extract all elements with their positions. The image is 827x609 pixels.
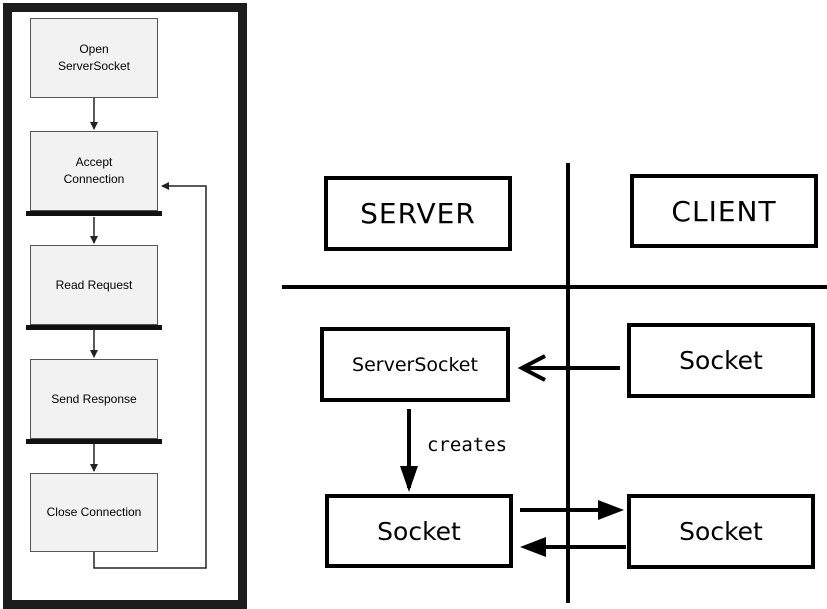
flow-step-label: Read Request xyxy=(55,277,133,292)
serversocket-label: ServerSocket xyxy=(352,353,478,376)
client-socket-box: Socket xyxy=(627,323,815,398)
flow-step-label: Accept Connection xyxy=(63,155,125,186)
flow-step-divider-bar xyxy=(26,325,162,330)
arrow-client-to-server-socket-head xyxy=(520,537,546,557)
arrow-server-to-client-socket-head xyxy=(598,500,624,520)
flow-step-divider-bar xyxy=(26,439,162,444)
flow-step-accept-connection: Accept Connection xyxy=(30,131,158,211)
arrow-client-to-serversocket-head xyxy=(517,354,546,382)
flow-step-divider-bar xyxy=(26,211,162,216)
flow-step-send-response: Send Response xyxy=(30,359,158,439)
client-header-label: CLIENT xyxy=(671,194,777,228)
client-header-box: CLIENT xyxy=(630,174,818,248)
serversocket-box: ServerSocket xyxy=(320,327,510,402)
creates-label: creates xyxy=(427,434,508,456)
flow-step-label: Open ServerSocket xyxy=(57,42,131,73)
client-socket-label: Socket xyxy=(679,346,763,375)
server-socket-box: Socket xyxy=(325,494,513,568)
server-loop-flowchart: Open ServerSocket Accept Connection Read… xyxy=(3,3,247,609)
flow-loop-back-arrow xyxy=(93,182,207,569)
flowchart-connectors xyxy=(90,98,207,569)
server-header-label: SERVER xyxy=(360,197,476,230)
flow-step-label: Close Connection xyxy=(46,505,142,519)
flow-step-close-connection: Close Connection xyxy=(30,473,158,552)
server-header-box: SERVER xyxy=(324,176,512,251)
server-socket-label: Socket xyxy=(377,516,461,546)
client-socket2-box: Socket xyxy=(627,494,815,569)
flow-step-open-serversocket: Open ServerSocket xyxy=(30,18,158,98)
client-socket2-label: Socket xyxy=(679,517,763,546)
flow-step-read-request: Read Request xyxy=(30,245,158,325)
arrow-creates-head xyxy=(400,466,418,492)
flow-step-label: Send Response xyxy=(51,391,137,406)
